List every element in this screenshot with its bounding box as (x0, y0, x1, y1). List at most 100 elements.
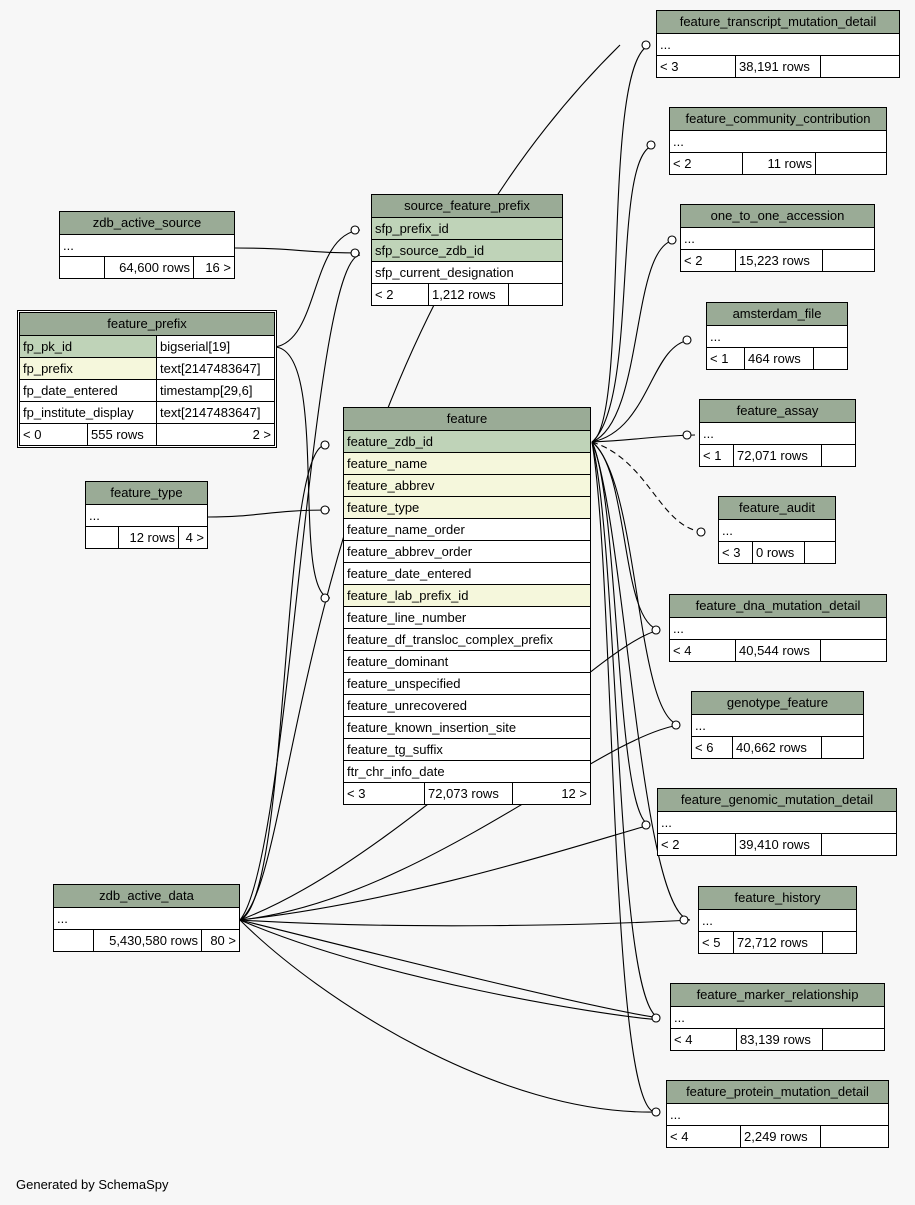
table-column: ... (671, 1006, 884, 1028)
stat-children (822, 1029, 884, 1050)
stat-children (821, 834, 896, 855)
table-column: feature_tg_suffix (344, 738, 590, 760)
generator-credit: Generated by SchemaSpy (16, 1177, 169, 1192)
table-column: feature_unspecified (344, 672, 590, 694)
stat-parents: < 4 (673, 643, 692, 658)
table-feature-audit[interactable]: feature_audit ... < 3 0 rows (718, 496, 836, 564)
table-column: fp_prefix text[2147483647] (20, 357, 274, 379)
table-column: sfp_source_zdb_id (372, 239, 562, 261)
column-type: text[2147483647] (156, 402, 274, 423)
table-zdb-active-source[interactable]: zdb_active_source ... 64,600 rows 16 > (59, 211, 235, 279)
edge-fp-sfp (274, 229, 361, 348)
stat-rows: 39,410 rows (735, 834, 821, 855)
edge-zad-fmr (239, 919, 661, 1019)
table-stats: < 2 1,212 rows (372, 283, 562, 305)
table-column: ftr_chr_info_date (344, 760, 590, 782)
table-stats: < 2 11 rows (670, 152, 886, 174)
table-column: fp_institute_display text[2147483647] (20, 401, 274, 423)
stat-rows: 38,191 rows (735, 56, 820, 77)
table-stats: < 4 2,249 rows (667, 1125, 888, 1147)
stat-parents: < 5 (702, 935, 721, 950)
stat-children: 2 > (156, 424, 274, 445)
edge-zad-fpmd (239, 919, 656, 1113)
stat-children: 80 > (201, 930, 239, 951)
table-header: feature_assay (700, 400, 855, 422)
stat-parents: < 6 (695, 740, 714, 755)
table-header: feature_protein_mutation_detail (667, 1081, 888, 1103)
table-column: ... (86, 504, 207, 526)
table-header: feature (344, 408, 590, 430)
stat-children (822, 932, 856, 953)
table-feature-type[interactable]: feature_type ... 12 rows 4 > (85, 481, 208, 549)
table-feature-community-contribution[interactable]: feature_community_contribution ... < 2 1… (669, 107, 887, 175)
table-one-to-one-accession[interactable]: one_to_one_accession ... < 2 15,223 rows (680, 204, 875, 272)
edge-zad-fmr2 (239, 919, 661, 1021)
stat-children: 12 > (512, 783, 590, 804)
stat-parents: < 3 (722, 545, 741, 560)
stat-rows: 72,073 rows (424, 783, 512, 804)
edge-zad-fh (239, 919, 691, 927)
edge-feature-gf (591, 441, 681, 726)
table-column: feature_type (344, 496, 590, 518)
stat-parents (86, 527, 118, 548)
table-stats: < 1 464 rows (707, 347, 847, 369)
stat-children (804, 542, 835, 563)
stat-rows: 2,249 rows (740, 1126, 820, 1147)
table-source-feature-prefix[interactable]: source_feature_prefix sfp_prefix_id sfp_… (371, 194, 563, 306)
table-column: ... (681, 227, 874, 249)
edge-feature-fdmd (591, 441, 661, 631)
table-feature-protein-mutation-detail[interactable]: feature_protein_mutation_detail ... < 4 … (666, 1080, 889, 1148)
stat-rows: 15,223 rows (735, 250, 822, 271)
stat-parents: < 2 (375, 287, 394, 302)
stat-parents: < 2 (673, 156, 692, 171)
stat-children (820, 56, 899, 77)
table-feature-dna-mutation-detail[interactable]: feature_dna_mutation_detail ... < 4 40,5… (669, 594, 887, 662)
table-column: ... (707, 325, 847, 347)
stat-parents: < 3 (347, 786, 366, 801)
stat-children (821, 737, 863, 758)
table-feature-history[interactable]: feature_history ... < 5 72,712 rows (698, 886, 857, 954)
table-column: feature_zdb_id (344, 430, 590, 452)
table-column: feature_known_insertion_site (344, 716, 590, 738)
stat-rows: 72,712 rows (733, 932, 822, 953)
table-feature-genomic-mutation-detail[interactable]: feature_genomic_mutation_detail ... < 2 … (657, 788, 897, 856)
table-header: feature_audit (719, 497, 835, 519)
table-stats: < 3 38,191 rows (657, 55, 899, 77)
stat-rows: 83,139 rows (736, 1029, 822, 1050)
table-header: feature_transcript_mutation_detail (657, 11, 899, 33)
table-feature-assay[interactable]: feature_assay ... < 1 72,071 rows (699, 399, 856, 467)
stat-parents: < 3 (660, 59, 679, 74)
edge-zad-feature (239, 444, 326, 921)
table-amsterdam-file[interactable]: amsterdam_file ... < 1 464 rows (706, 302, 848, 370)
edge-fp-feature (274, 346, 331, 599)
table-stats: < 2 39,410 rows (658, 833, 896, 855)
table-column: feature_lab_prefix_id (344, 584, 590, 606)
table-stats: < 0 555 rows 2 > (20, 423, 274, 445)
table-stats: 64,600 rows 16 > (60, 256, 234, 278)
stat-children (821, 445, 855, 466)
table-column: ... (700, 422, 855, 444)
table-header: amsterdam_file (707, 303, 847, 325)
table-stats: < 2 15,223 rows (681, 249, 874, 271)
stat-parents: < 4 (674, 1032, 693, 1047)
table-feature-marker-relationship[interactable]: feature_marker_relationship ... < 4 83,1… (670, 983, 885, 1051)
edge-zad-gf (239, 724, 681, 921)
table-zdb-active-data[interactable]: zdb_active_data ... 5,430,580 rows 80 > (53, 884, 240, 952)
table-feature[interactable]: feature feature_zdb_id feature_name feat… (343, 407, 591, 805)
stat-children (815, 153, 886, 174)
table-column: feature_dominant (344, 650, 590, 672)
table-header: zdb_active_source (60, 212, 234, 234)
table-stats: < 6 40,662 rows (692, 736, 863, 758)
table-header: genotype_feature (692, 692, 863, 714)
table-stats: < 4 83,139 rows (671, 1028, 884, 1050)
table-column: feature_line_number (344, 606, 590, 628)
table-column: ... (699, 909, 856, 931)
table-feature-prefix[interactable]: feature_prefix fp_pk_id bigserial[19] fp… (17, 310, 277, 448)
stat-rows: 0 rows (752, 542, 804, 563)
table-feature-transcript-mutation-detail[interactable]: feature_transcript_mutation_detail ... <… (656, 10, 900, 78)
table-stats: < 4 40,544 rows (670, 639, 886, 661)
edge-feature-fgmd (591, 441, 651, 826)
table-genotype-feature[interactable]: genotype_feature ... < 6 40,662 rows (691, 691, 864, 759)
stat-children (508, 284, 562, 305)
table-header: feature_prefix (20, 313, 274, 335)
